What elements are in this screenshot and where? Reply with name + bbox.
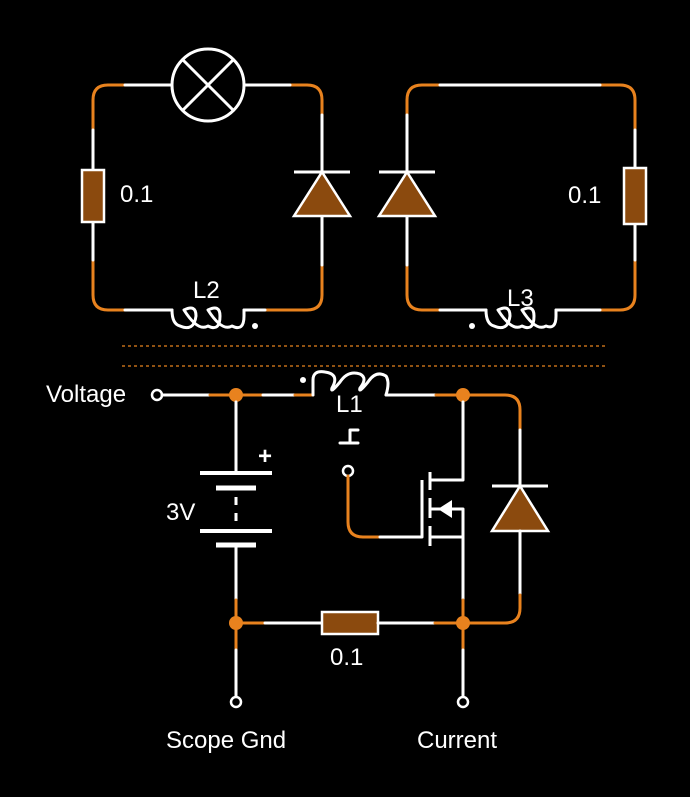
right-secondary-loop: 0.1 L3 <box>376 83 648 330</box>
primary-circuit: Voltage L1 <box>46 370 551 754</box>
voltage-label: Voltage <box>46 381 126 408</box>
diode-icon <box>291 169 353 218</box>
mosfet-icon <box>420 472 463 546</box>
battery-icon <box>200 471 272 548</box>
resistor-icon <box>622 166 648 226</box>
dot-marker-icon <box>469 323 475 329</box>
dot-marker-icon <box>252 323 258 329</box>
scope-gnd-label: Scope Gnd <box>166 727 286 754</box>
sense-resistor-value-label: 0.1 <box>330 644 363 671</box>
lamp-icon <box>170 47 246 123</box>
wire-corner <box>288 83 324 117</box>
wire-corner <box>405 263 442 312</box>
inductor-l1-icon <box>311 370 390 397</box>
wire-corner <box>483 593 522 625</box>
pulse-icon <box>338 428 360 445</box>
wire-corner <box>91 83 127 132</box>
inductor-l3-icon <box>484 306 558 330</box>
wire-corner <box>598 258 637 312</box>
resistor-value-label: 0.1 <box>120 181 153 208</box>
junction-node <box>229 388 243 402</box>
dot-marker-icon <box>300 377 306 383</box>
junction-node <box>229 616 243 630</box>
wire-corner <box>405 83 442 117</box>
resistor-value-label: 0.1 <box>568 182 601 209</box>
left-secondary-loop: 0.1 L2 <box>80 47 353 330</box>
junction-node <box>456 388 470 402</box>
battery-plus-label: + <box>258 443 272 470</box>
inductor-label-l1: L1 <box>336 391 363 418</box>
battery-voltage-label: 3V <box>166 499 195 526</box>
current-terminal-icon <box>456 695 470 709</box>
resistor-icon <box>80 168 106 224</box>
inductor-label-l3: L3 <box>507 285 534 312</box>
wire-corner <box>434 393 522 432</box>
inductor-l2-icon <box>170 306 246 330</box>
wire-corner <box>346 474 382 539</box>
diode-icon <box>489 483 551 533</box>
wire-corner <box>91 258 127 312</box>
wire-corner <box>598 83 637 132</box>
scope-gnd-terminal-icon <box>229 695 243 709</box>
wire-corner <box>263 263 324 312</box>
current-label: Current <box>417 727 497 754</box>
diode-icon <box>376 169 438 218</box>
junction-node <box>456 616 470 630</box>
sense-resistor-icon <box>320 610 380 636</box>
inductor-label-l2: L2 <box>193 277 220 304</box>
